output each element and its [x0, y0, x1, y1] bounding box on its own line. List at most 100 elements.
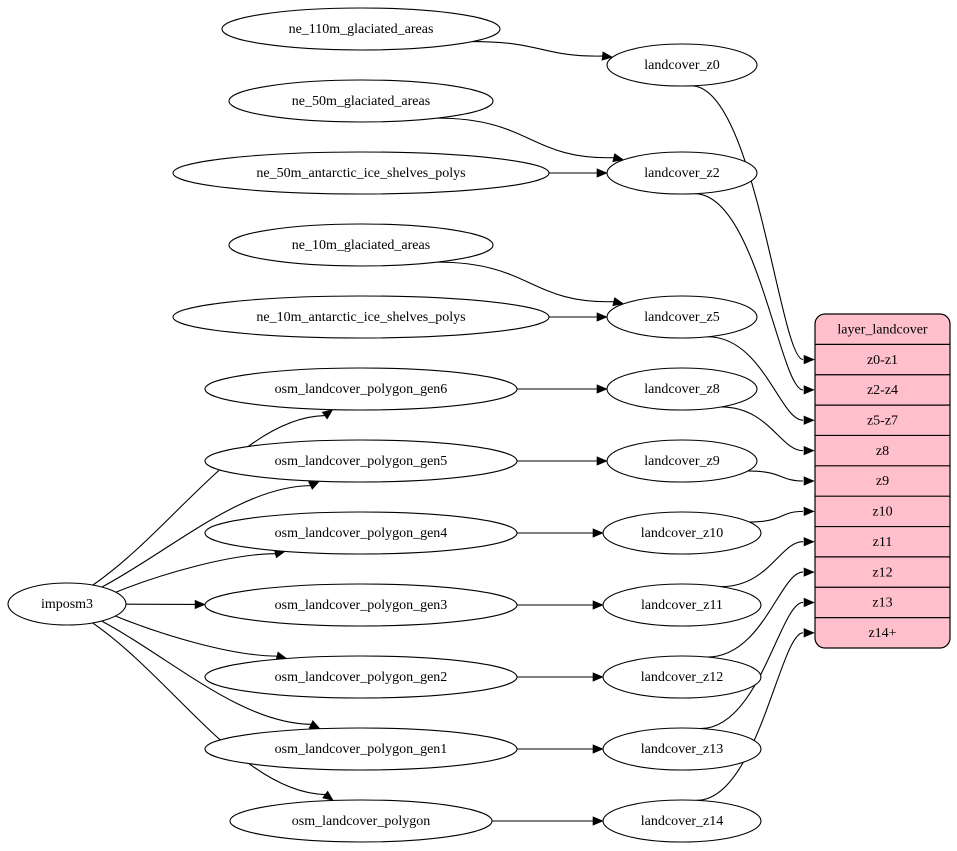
edge-osm_landcover_polygon_gen4-to-landcover_z10 — [517, 528, 604, 538]
table-row-label: z14+ — [868, 626, 896, 641]
edge-arrowhead — [592, 816, 604, 826]
node-ne_50m_glaciated_areas[interactable]: ne_50m_glaciated_areas — [228, 79, 494, 123]
table-row-z8[interactable]: z8 — [815, 435, 950, 465]
node-label: osm_landcover_polygon_gen4 — [275, 526, 448, 541]
node-landcover_z14[interactable]: landcover_z14 — [602, 799, 762, 843]
edge-line — [749, 510, 804, 523]
edge-arrowhead — [596, 456, 608, 466]
table-row-label: z13 — [872, 596, 892, 611]
edge-landcover_z8-to-z8 — [720, 406, 815, 456]
edge-line — [720, 541, 804, 588]
node-label: landcover_z12 — [641, 670, 723, 685]
node-landcover_z8[interactable]: landcover_z8 — [606, 367, 758, 411]
edge-osm_landcover_polygon_gen5-to-landcover_z9 — [517, 456, 608, 466]
node-label: landcover_z11 — [641, 598, 723, 613]
node-osm_landcover_polygon[interactable]: osm_landcover_polygon — [229, 799, 493, 843]
table-row-z13[interactable]: z13 — [815, 587, 950, 617]
edge-imposm3-to-osm_landcover_polygon_gen3 — [125, 599, 206, 610]
node-landcover_z11[interactable]: landcover_z11 — [602, 583, 762, 627]
table-row-z5-z7[interactable]: z5-z7 — [815, 405, 950, 435]
node-label: landcover_z14 — [641, 814, 723, 829]
node-label: landcover_z8 — [644, 382, 719, 397]
node-osm_landcover_polygon_gen6[interactable]: osm_landcover_polygon_gen6 — [204, 367, 518, 411]
node-osm_landcover_polygon_gen4[interactable]: osm_landcover_polygon_gen4 — [204, 511, 518, 555]
node-landcover_z2[interactable]: landcover_z2 — [606, 151, 758, 195]
table-row-label: z10 — [872, 505, 892, 520]
edge-ne_10m_glaciated_areas-to-landcover_z5 — [437, 261, 625, 307]
node-ne_110m_glaciated_areas[interactable]: ne_110m_glaciated_areas — [221, 7, 501, 51]
node-label: osm_landcover_polygon — [292, 814, 430, 829]
edge-line — [700, 601, 804, 730]
node-osm_landcover_polygon_gen5[interactable]: osm_landcover_polygon_gen5 — [204, 439, 518, 483]
edge-arrowhead — [596, 312, 608, 322]
node-label: imposm3 — [41, 597, 93, 612]
node-label: ne_110m_glaciated_areas — [289, 22, 434, 37]
table-row-z14+[interactable]: z14+ — [815, 618, 950, 648]
table-row-z2-z4[interactable]: z2-z4 — [815, 375, 950, 405]
table-row-z11[interactable]: z11 — [815, 527, 950, 557]
edges-layer — [92, 40, 815, 826]
node-landcover_z12[interactable]: landcover_z12 — [602, 655, 762, 699]
node-landcover_z10[interactable]: landcover_z10 — [602, 511, 762, 555]
edge-arrowhead — [803, 506, 815, 517]
edge-arrowhead — [322, 790, 334, 801]
edge-line — [115, 615, 277, 657]
table-row-label: z0-z1 — [867, 353, 898, 368]
node-osm_landcover_polygon_gen3[interactable]: osm_landcover_polygon_gen3 — [204, 583, 518, 627]
edge-landcover_z12-to-z12 — [707, 567, 815, 658]
edge-ne_110m_glaciated_areas-to-landcover_z0 — [472, 40, 614, 61]
edge-osm_landcover_polygon_gen1-to-landcover_z13 — [517, 744, 604, 754]
node-ne_10m_antarctic_ice_shelves_polys[interactable]: ne_10m_antarctic_ice_shelves_polys — [172, 295, 550, 339]
edge-landcover_z9-to-z9 — [748, 470, 815, 486]
edge-landcover_z2-to-z2-z4 — [694, 193, 815, 395]
node-label: landcover_z0 — [644, 58, 719, 73]
edge-ne_50m_glaciated_areas-to-landcover_z2 — [437, 117, 625, 163]
node-osm_landcover_polygon_gen1[interactable]: osm_landcover_polygon_gen1 — [204, 727, 518, 771]
table-row-z9[interactable]: z9 — [815, 466, 950, 496]
node-ne_50m_antarctic_ice_shelves_polys[interactable]: ne_50m_antarctic_ice_shelves_polys — [172, 151, 550, 195]
edge-arrowhead — [803, 597, 815, 608]
node-label: landcover_z13 — [641, 742, 723, 757]
edge-landcover_z0-to-z0-z1 — [691, 85, 815, 365]
table-row-label: z5-z7 — [867, 413, 898, 428]
table-background — [815, 314, 950, 648]
edge-arrowhead — [612, 153, 625, 163]
table-row-z12[interactable]: z12 — [815, 557, 950, 587]
edge-arrowhead — [803, 476, 815, 486]
edge-line — [707, 571, 804, 658]
edge-osm_landcover_polygon_gen2-to-landcover_z12 — [517, 672, 604, 682]
node-label: osm_landcover_polygon_gen5 — [275, 454, 448, 469]
table-header-label: layer_landcover — [837, 322, 928, 337]
table-row-z10[interactable]: z10 — [815, 496, 950, 526]
edge-line — [437, 117, 614, 159]
node-landcover_z9[interactable]: landcover_z9 — [606, 439, 758, 483]
node-label: landcover_z2 — [644, 166, 719, 181]
edge-line — [101, 620, 311, 725]
table-row-label: z11 — [873, 535, 893, 550]
node-label: ne_50m_antarctic_ice_shelves_polys — [256, 166, 465, 181]
node-landcover_z0[interactable]: landcover_z0 — [606, 43, 758, 87]
edge-line — [437, 261, 614, 303]
edge-arrowhead — [592, 744, 604, 754]
node-landcover_z13[interactable]: landcover_z13 — [602, 727, 762, 771]
nodes-layer: ne_110m_glaciated_areas ne_50m_glaciated_… — [7, 7, 762, 843]
edge-line — [101, 485, 311, 588]
edge-arrowhead — [596, 168, 608, 178]
edge-arrowhead — [803, 628, 815, 638]
node-label: osm_landcover_polygon_gen2 — [275, 670, 448, 685]
node-imposm3[interactable]: imposm3 — [7, 582, 127, 626]
node-label: landcover_z10 — [641, 526, 723, 541]
edge-arrowhead — [592, 600, 604, 610]
edge-landcover_z5-to-z5-z7 — [707, 336, 815, 425]
edge-line — [92, 415, 325, 586]
edge-ne_50m_antarctic_ice_shelves_polys-to-landcover_z2 — [549, 168, 608, 178]
table-row-z0-z1[interactable]: z0-z1 — [815, 344, 950, 374]
edge-landcover_z13-to-z13 — [700, 597, 815, 730]
node-landcover_z5[interactable]: landcover_z5 — [606, 295, 758, 339]
edge-arrowhead — [803, 415, 815, 425]
node-ne_10m_glaciated_areas[interactable]: ne_10m_glaciated_areas — [228, 223, 494, 267]
node-osm_landcover_polygon_gen2[interactable]: osm_landcover_polygon_gen2 — [204, 655, 518, 699]
edge-line — [92, 622, 326, 796]
